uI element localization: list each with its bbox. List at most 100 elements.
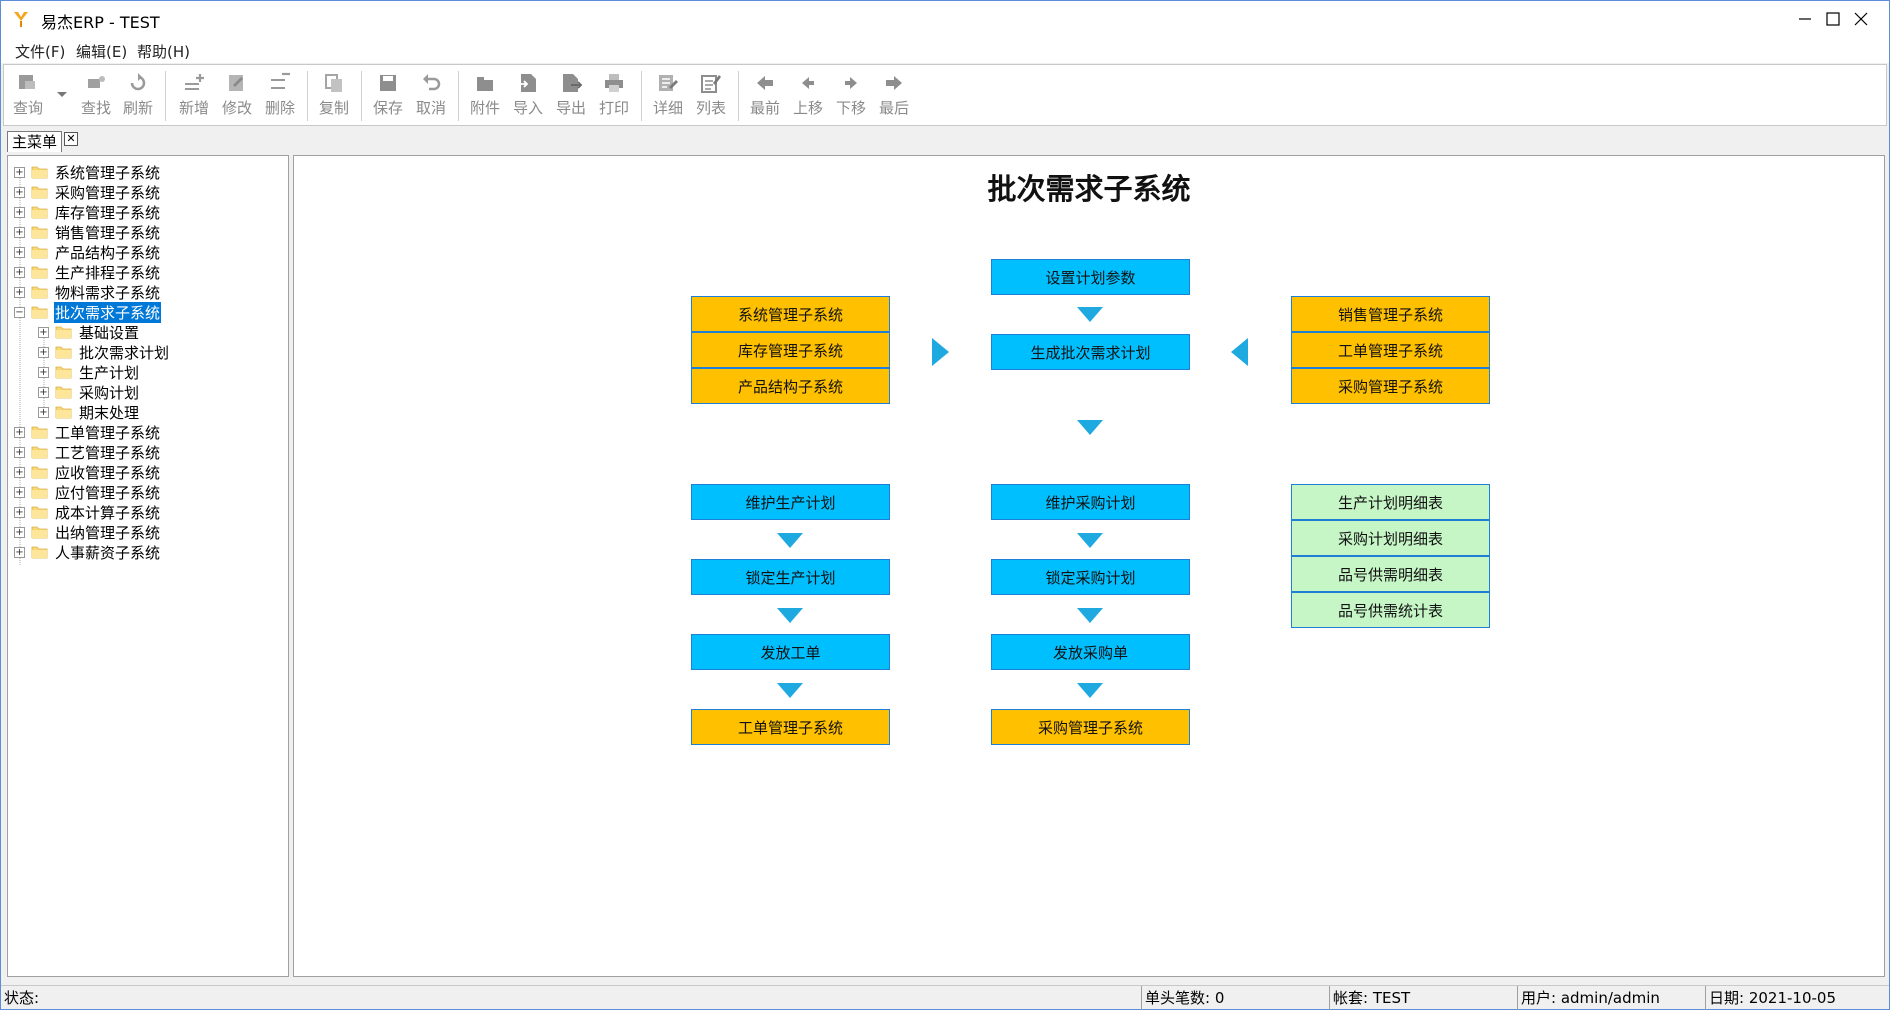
right-input-workorder[interactable]: 工单管理子系统 — [1291, 332, 1490, 368]
purchase-system-box[interactable]: 采购管理子系统 — [991, 709, 1190, 745]
folder-icon — [31, 186, 48, 199]
expand-icon[interactable]: + — [14, 446, 25, 458]
collapse-icon[interactable]: − — [14, 306, 25, 318]
save-icon — [380, 75, 396, 91]
right-input-sales[interactable]: 销售管理子系统 — [1291, 296, 1490, 332]
expand-icon[interactable]: + — [14, 506, 25, 518]
tree-item-subsystem[interactable]: +销售管理子系统 — [14, 222, 161, 242]
print-button[interactable]: 打印 — [594, 71, 634, 123]
delete-button[interactable]: 删除 — [260, 71, 300, 123]
tree-item-subsystem[interactable]: +应付管理子系统 — [14, 482, 161, 502]
tree-item-label: 采购计划 — [79, 383, 140, 402]
import-icon — [519, 74, 536, 92]
tree-item-subsystem[interactable]: +库存管理子系统 — [14, 202, 161, 222]
tree-item-subsystem[interactable]: +人事薪资子系统 — [14, 542, 161, 562]
lock-purchase-plan-box[interactable]: 锁定采购计划 — [991, 559, 1190, 595]
add-button[interactable]: 新增 — [174, 71, 214, 123]
next-button[interactable]: 下移 — [831, 71, 871, 123]
menu-file[interactable]: 文件(F) — [15, 43, 66, 61]
menu-edit[interactable]: 编辑(E) — [76, 43, 128, 61]
tree-item-subsystem[interactable]: +系统管理子系统 — [14, 162, 161, 182]
expand-icon[interactable]: + — [14, 286, 25, 298]
tree-item-child[interactable]: +基础设置 — [38, 322, 140, 342]
maintain-production-plan-box[interactable]: 维护生产计划 — [691, 484, 890, 520]
tree-item-subsystem[interactable]: +出纳管理子系统 — [14, 522, 161, 542]
tree-item-subsystem[interactable]: +应收管理子系统 — [14, 462, 161, 482]
arrow-down — [777, 683, 803, 698]
copy-button[interactable]: 复制 — [314, 71, 354, 123]
cancel-button[interactable]: 取消 — [411, 71, 451, 123]
expand-icon[interactable]: + — [14, 206, 25, 218]
expand-icon[interactable]: + — [14, 226, 25, 238]
expand-icon[interactable]: + — [14, 186, 25, 198]
maintain-purchase-plan-box[interactable]: 维护采购计划 — [991, 484, 1190, 520]
lock-production-plan-box[interactable]: 锁定生产计划 — [691, 559, 890, 595]
title-bar: 易杰ERP - TEST — [1, 1, 1889, 37]
report-production-plan[interactable]: 生产计划明细表 — [1291, 484, 1490, 520]
report-purchase-plan[interactable]: 采购计划明细表 — [1291, 520, 1490, 556]
expand-icon[interactable]: + — [14, 466, 25, 478]
folder-icon — [55, 346, 72, 359]
edit-button[interactable]: 修改 — [217, 71, 257, 123]
left-input-inventory[interactable]: 库存管理子系统 — [691, 332, 890, 368]
expand-icon[interactable]: + — [14, 266, 25, 278]
expand-icon[interactable]: + — [38, 346, 49, 358]
tree-item-child[interactable]: +生产计划 — [38, 362, 140, 382]
tree-item-subsystem[interactable]: +工艺管理子系统 — [14, 442, 161, 462]
save-button[interactable]: 保存 — [368, 71, 408, 123]
expand-icon[interactable]: + — [14, 166, 25, 178]
detail-button[interactable]: 详细 — [648, 71, 688, 123]
tree-item-child[interactable]: + 采购计划 — [38, 382, 140, 402]
tree-item-subsystem[interactable]: +物料需求子系统 — [14, 282, 161, 302]
tree-item-subsystem[interactable]: + 工单管理子系统 — [14, 422, 161, 442]
expand-icon[interactable]: + — [14, 246, 25, 258]
right-input-purchase[interactable]: 采购管理子系统 — [1291, 368, 1490, 404]
expand-icon[interactable]: + — [38, 386, 49, 398]
expand-icon[interactable]: + — [38, 366, 49, 378]
prev-button[interactable]: 上移 — [788, 71, 828, 123]
folder-icon — [31, 266, 48, 279]
expand-icon[interactable]: + — [38, 406, 49, 418]
report-supply-demand-summary[interactable]: 品号供需统计表 — [1291, 592, 1490, 628]
menu-help[interactable]: 帮助(H) — [137, 43, 190, 61]
tree-item-subsystem[interactable]: +生产排程子系统 — [14, 262, 161, 282]
folder-icon — [55, 386, 72, 399]
maximize-button[interactable] — [1805, 1, 1861, 37]
expand-icon[interactable]: + — [14, 526, 25, 538]
expand-icon[interactable]: + — [14, 546, 25, 558]
first-button[interactable]: 最前 — [745, 71, 785, 123]
find-button[interactable]: 查找 — [76, 71, 116, 123]
tree-item-subsystem[interactable]: −批次需求子系统 — [14, 300, 163, 324]
folder-icon — [55, 366, 72, 379]
release-po-box[interactable]: 发放采购单 — [991, 634, 1190, 670]
import-button[interactable]: 导入 — [508, 71, 548, 123]
set-plan-params-box[interactable]: 设置计划参数 — [991, 259, 1190, 295]
tree-item-label: 工单管理子系统 — [55, 423, 161, 442]
release-workorder-box[interactable]: 发放工单 — [691, 634, 890, 670]
expand-icon[interactable]: + — [14, 486, 25, 498]
tab-main-menu[interactable]: 主菜单 — [7, 131, 63, 152]
last-button[interactable]: 最后 — [874, 71, 914, 123]
tree-item-subsystem[interactable]: +产品结构子系统 — [14, 242, 161, 262]
edit-icon — [229, 75, 243, 91]
minimize-button[interactable] — [1777, 1, 1833, 37]
tab-close-icon[interactable]: ✕ — [64, 132, 78, 146]
list-button[interactable]: 列表 — [691, 71, 731, 123]
workorder-system-box[interactable]: 工单管理子系统 — [691, 709, 890, 745]
refresh-button[interactable]: 刷新 — [118, 71, 158, 123]
generate-plan-box[interactable]: 生成批次需求计划 — [991, 334, 1190, 370]
expand-icon[interactable]: + — [38, 326, 49, 338]
left-input-system[interactable]: 系统管理子系统 — [691, 296, 890, 332]
left-input-bom[interactable]: 产品结构子系统 — [691, 368, 890, 404]
report-supply-demand-detail[interactable]: 品号供需明细表 — [1291, 556, 1490, 592]
tree-item-child[interactable]: +批次需求计划 — [38, 342, 170, 362]
query-dropdown-icon[interactable] — [56, 91, 68, 99]
query-button[interactable]: 查询 — [8, 71, 48, 123]
tree-item-child[interactable]: +期末处理 — [38, 402, 140, 422]
export-button[interactable]: 导出 — [551, 71, 591, 123]
attachment-button[interactable]: 附件 — [465, 71, 505, 123]
tree-item-subsystem[interactable]: +采购管理子系统 — [14, 182, 161, 202]
tree-item-subsystem[interactable]: +成本计算子系统 — [14, 502, 161, 522]
expand-icon[interactable]: + — [14, 426, 25, 438]
close-button[interactable] — [1833, 1, 1889, 37]
